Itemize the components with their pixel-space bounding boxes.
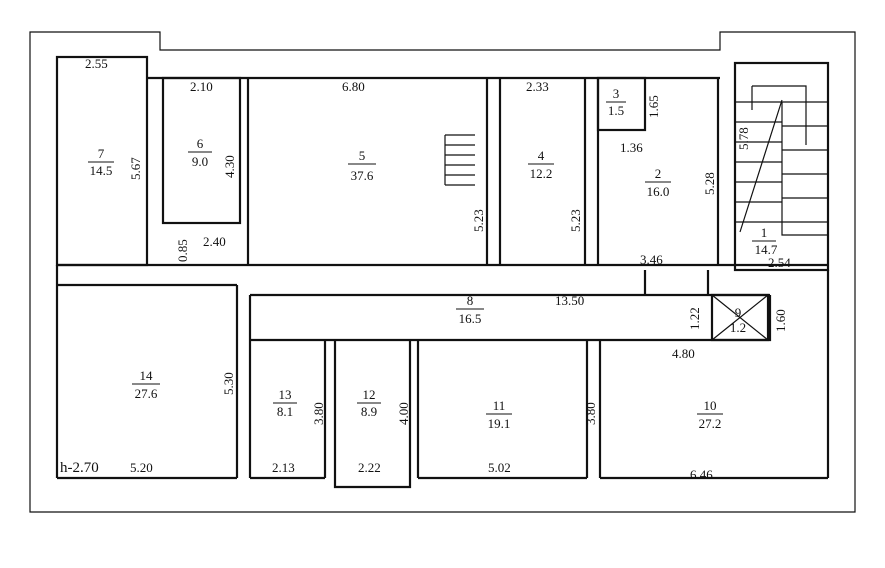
room-13-label: 138.1 — [273, 387, 297, 419]
label-text: 1 — [761, 225, 768, 240]
label-text: 13.50 — [555, 293, 584, 308]
label-text: 10 — [704, 398, 717, 413]
room-labels: 714.5 69.0 537.6 412.2 31.5 216.0 114.7 … — [88, 86, 778, 431]
label-text: 3.46 — [640, 252, 663, 267]
room-12-label: 128.9 — [357, 387, 381, 419]
label-text: 2.10 — [190, 79, 213, 94]
label-text: 11 — [493, 398, 506, 413]
label-text: 2.55 — [85, 56, 108, 71]
label-text: 14.5 — [90, 163, 113, 178]
label-text: 19.1 — [488, 416, 511, 431]
label-text: 16.0 — [647, 184, 670, 199]
label-text: 5.67 — [128, 157, 143, 180]
room-3-label: 31.5 — [606, 86, 626, 118]
label-text: 2.22 — [358, 460, 381, 475]
room-8-label: 816.5 — [456, 293, 484, 326]
label-text: 6 — [197, 136, 204, 151]
room-2-label: 216.0 — [645, 166, 671, 199]
label-text: 3 — [613, 86, 620, 101]
label-text: 8 — [467, 293, 474, 308]
label-text: 7 — [98, 146, 105, 161]
label-text: 1.2 — [730, 320, 746, 335]
label-text: 4.00 — [396, 402, 411, 425]
label-text: 14.7 — [755, 242, 778, 257]
label-text: 5.30 — [221, 372, 236, 395]
label-text: 8.1 — [277, 404, 293, 419]
label-text: 13 — [279, 387, 292, 402]
label-text: 3.80 — [583, 402, 598, 425]
room-5-label: 537.6 — [348, 148, 376, 183]
outer-wall — [29, 31, 856, 513]
walls — [55, 55, 830, 489]
label-text: 27.6 — [135, 386, 158, 401]
label-text: 1.36 — [620, 140, 643, 155]
room-4-label: 412.2 — [528, 148, 554, 181]
label-text: 2 — [655, 166, 662, 181]
label-text: 5.78 — [736, 127, 751, 150]
label-text: 1.22 — [687, 307, 702, 330]
label-text: 12 — [363, 387, 376, 402]
label-text: 5.28 — [702, 172, 717, 195]
room-14-label: 14 27.6 — [132, 368, 160, 401]
label-text: 12.2 — [530, 166, 553, 181]
room-11-label: 11 19.1 — [486, 398, 512, 431]
room-9-label: 91.2 — [730, 305, 746, 335]
label-text: 5 — [359, 148, 366, 163]
label-text: 14 — [140, 368, 154, 383]
label-text: 1.65 — [646, 95, 661, 118]
label-text: 9.0 — [192, 154, 208, 169]
label-text: 5.23 — [568, 209, 583, 232]
label-text: 6.80 — [342, 79, 365, 94]
label-text: 4.80 — [672, 346, 695, 361]
label-text: 37.6 — [351, 168, 374, 183]
room-10-label: 10 27.2 — [697, 398, 723, 431]
room-1-label: 114.7 — [752, 225, 778, 257]
label-text: 2.13 — [272, 460, 295, 475]
label-text: 1.60 — [773, 309, 788, 332]
label-text: 2.54 — [768, 255, 791, 270]
label-text: 5.20 — [130, 460, 153, 475]
label-text: 16.5 — [459, 311, 482, 326]
ceiling-height-note: h-2.70 — [60, 460, 99, 476]
room-6-label: 69.0 — [188, 136, 212, 169]
label-text: 9 — [735, 305, 742, 320]
label-text: 5.02 — [488, 460, 511, 475]
dimension-labels: 2.55 5.67 2.10 4.30 0.85 2.40 6.80 5.23 … — [60, 56, 791, 482]
label-text: 3.80 — [311, 402, 326, 425]
label-text: 8.9 — [361, 404, 377, 419]
label-text: 0.85 — [175, 239, 190, 262]
label-text: 6.46 — [690, 467, 713, 482]
label-text: 2.33 — [526, 79, 549, 94]
room-7-label: 714.5 — [88, 146, 114, 178]
label-text: 2.40 — [203, 234, 226, 249]
label-text: 4 — [538, 148, 545, 163]
label-text: 5.23 — [471, 209, 486, 232]
label-text: 27.2 — [699, 416, 722, 431]
label-text: 1.5 — [608, 103, 624, 118]
label-text: 4.30 — [222, 155, 237, 178]
